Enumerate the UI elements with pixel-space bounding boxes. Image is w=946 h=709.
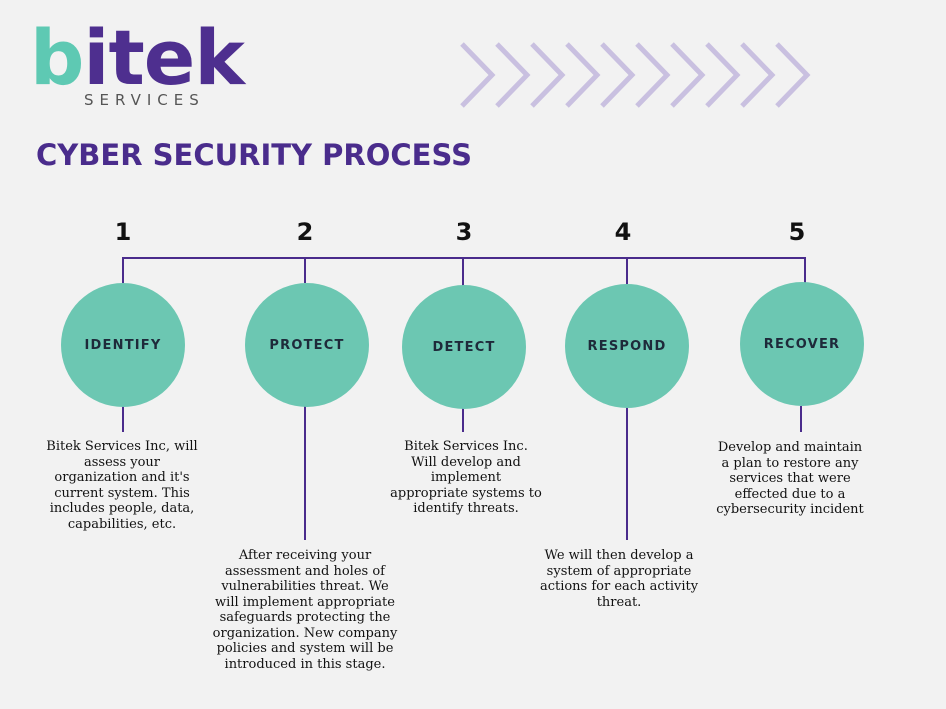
chevron-right-icon <box>775 42 811 108</box>
step-circle-identify: IDENTIFY <box>61 283 185 407</box>
logo-wordmark: bitek <box>30 20 245 96</box>
page-title: CYBER SECURITY PROCESS <box>36 138 472 172</box>
chevron-right-icon <box>600 42 636 108</box>
step-number-4: 4 <box>614 218 632 246</box>
step-circle-protect: PROTECT <box>245 283 369 407</box>
step-description-detect: Bitek Services Inc. Will develop and imp… <box>390 439 542 516</box>
step-description-identify: Bitek Services Inc, will assess your org… <box>46 439 198 532</box>
logo-letter-b: b <box>30 13 84 102</box>
step-number-5: 5 <box>788 218 806 246</box>
step-circle-respond: RESPOND <box>565 284 689 408</box>
step-label-respond: RESPOND <box>587 338 667 354</box>
chevron-right-icon <box>565 42 601 108</box>
chevron-right-icon <box>635 42 671 108</box>
step-label-identify: IDENTIFY <box>84 337 162 353</box>
chevron-right-icon <box>495 42 531 108</box>
chevron-arrows-decoration <box>460 42 811 108</box>
logo-tagline: SERVICES <box>84 91 205 109</box>
step-number-1: 1 <box>114 218 132 246</box>
step-number-2: 2 <box>296 218 314 246</box>
chevron-right-icon <box>670 42 706 108</box>
step-description-recover: Develop and maintain a plan to restore a… <box>716 440 864 517</box>
logo-letters-itek: itek <box>83 13 244 102</box>
step-circle-detect: DETECT <box>402 285 526 409</box>
chevron-right-icon <box>705 42 741 108</box>
step-number-3: 3 <box>455 218 473 246</box>
company-logo: bitek SERVICES <box>30 20 245 115</box>
step-description-protect: After receiving your assessment and hole… <box>212 548 398 672</box>
chevron-right-icon <box>740 42 776 108</box>
chevron-right-icon <box>460 42 496 108</box>
step-description-respond: We will then develop a system of appropr… <box>539 548 699 610</box>
chevron-right-icon <box>530 42 566 108</box>
step-label-detect: DETECT <box>432 339 496 355</box>
step-label-recover: RECOVER <box>763 336 841 352</box>
step-circle-recover: RECOVER <box>740 282 864 406</box>
step-label-protect: PROTECT <box>269 337 345 353</box>
